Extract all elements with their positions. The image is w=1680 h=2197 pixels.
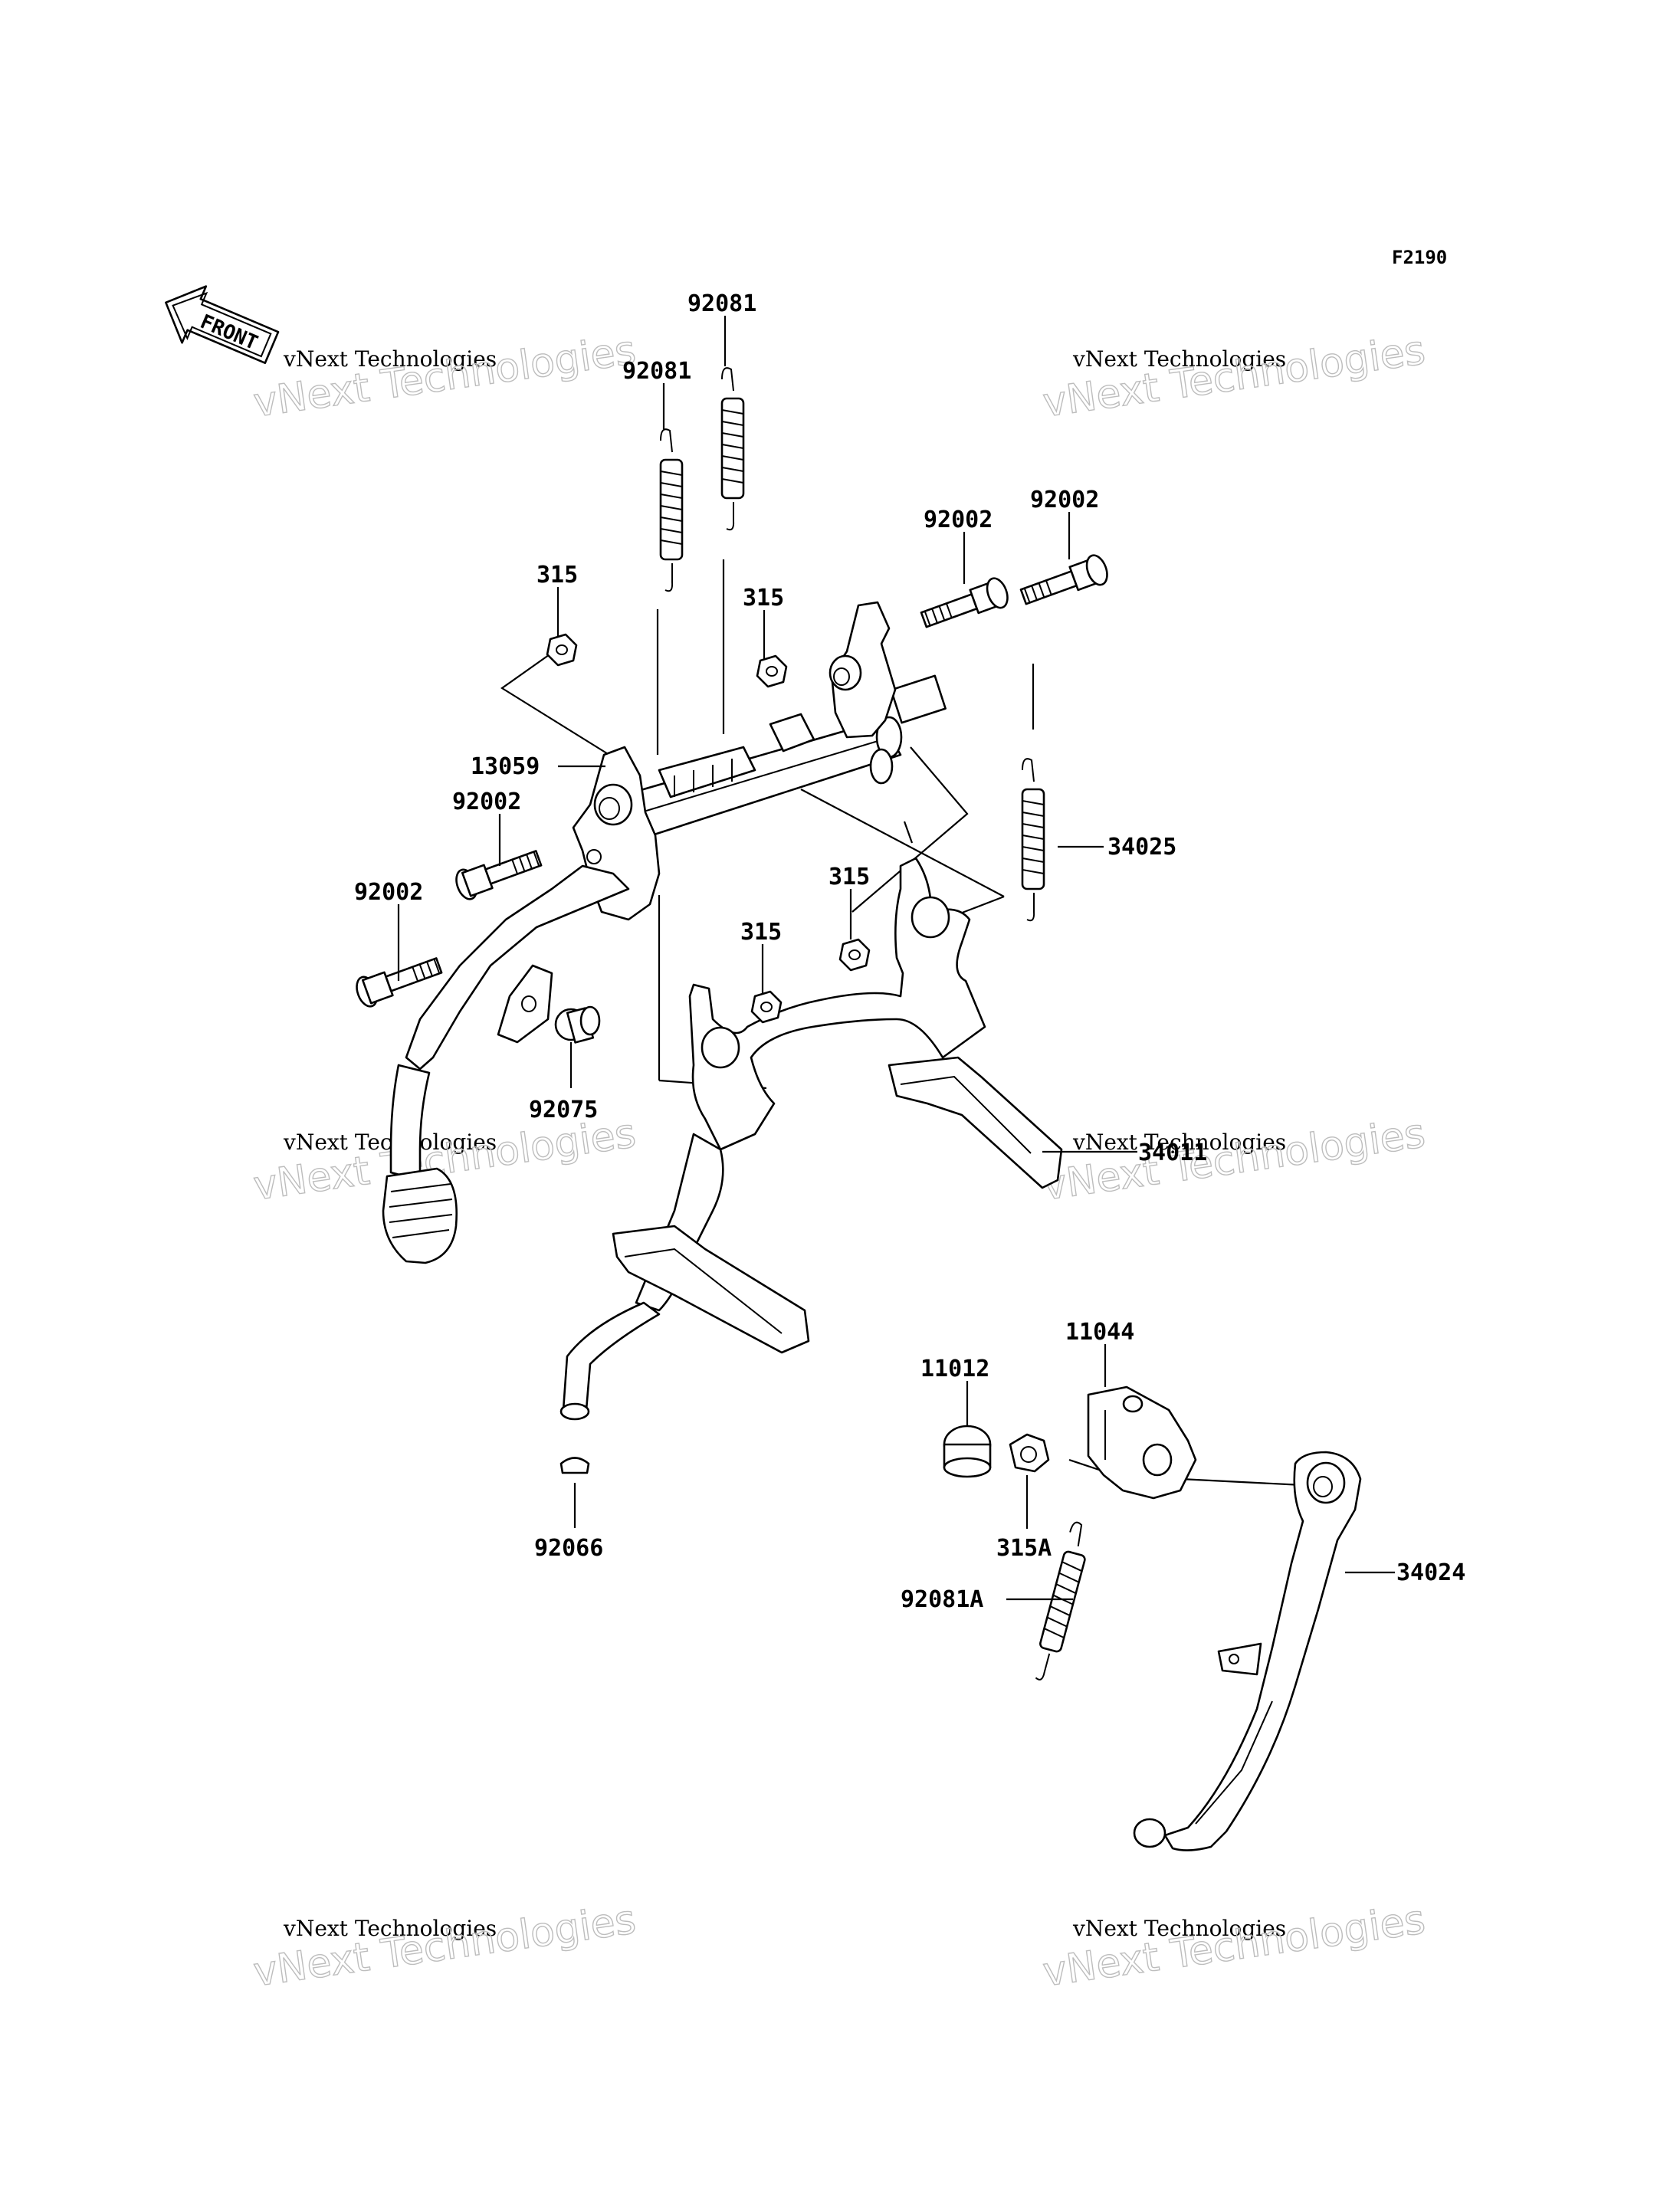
spring-icon — [720, 367, 745, 531]
leader-lines — [397, 316, 1137, 1528]
part-label: 92002 — [924, 507, 993, 533]
watermark-text: vNext Technologies — [283, 346, 497, 372]
watermark-outline: vNext Technologies — [251, 1897, 638, 1995]
part-label: 92075 — [529, 1097, 598, 1123]
nut-icon — [756, 654, 788, 688]
pivot-shaft — [615, 674, 947, 841]
side-stand-icon — [1133, 1451, 1362, 1851]
part-label: 92066 — [534, 1535, 603, 1562]
part-label: 92081 — [687, 290, 756, 317]
watermark-text: vNext Technologies — [283, 1130, 497, 1155]
end-cap-icon — [559, 1457, 590, 1474]
side-bracket-icon — [1087, 1385, 1197, 1500]
part-label: 92081 — [622, 358, 691, 385]
watermark: vNext Technologies vNext Technologies — [251, 327, 639, 428]
right-bracket-plate — [829, 601, 897, 785]
front-direction-arrow-icon: FRONT — [165, 285, 280, 364]
spring-icon — [659, 428, 684, 592]
part-label: 13059 — [471, 753, 540, 780]
watermark-outline: vNext Technologies — [1040, 327, 1428, 426]
watermark: vNext Technologies vNext Technologies — [251, 1897, 639, 1997]
stopper-icon — [554, 1005, 601, 1044]
part-label: 34025 — [1107, 834, 1176, 861]
part-label: 315 — [536, 562, 578, 589]
cap-icon — [943, 1425, 992, 1478]
part-label: 92002 — [1030, 487, 1099, 513]
nut-icon — [838, 938, 871, 972]
watermark-outline: vNext Technologies — [1040, 1110, 1428, 1209]
spring-icon — [1021, 758, 1045, 922]
main-stand-body — [559, 857, 1063, 1421]
part-label: 315 — [743, 585, 784, 612]
watermark-text: vNext Technologies — [1072, 1130, 1286, 1155]
part-label: 315 — [829, 864, 870, 890]
watermark-outline: vNext Technologies — [1040, 1897, 1428, 1995]
bolt-icon — [920, 577, 1009, 628]
part-label: 315 — [740, 919, 782, 946]
watermark: vNext Technologies vNext Technologies — [1040, 1897, 1429, 1997]
watermark-text: vNext Technologies — [283, 1916, 497, 1941]
nut-icon — [546, 633, 578, 667]
part-label: 92002 — [452, 789, 521, 815]
collar-icon — [1009, 1433, 1050, 1473]
left-bracket-lever — [382, 746, 661, 1264]
nut-icon — [750, 990, 783, 1024]
diagram-code: F2190 — [1392, 247, 1447, 268]
watermark: vNext Technologies vNext Technologies — [1040, 327, 1429, 428]
part-label: 315A — [996, 1535, 1052, 1562]
part-label: 34011 — [1138, 1139, 1207, 1166]
bolt-icon — [1019, 554, 1108, 605]
watermark-text: vNext Technologies — [1072, 1916, 1286, 1941]
watermark: vNext Technologies vNext Technologies — [1040, 1110, 1429, 1211]
part-label: 34024 — [1396, 1559, 1465, 1586]
part-label: 11044 — [1065, 1319, 1134, 1346]
side-stand-assembly — [943, 1344, 1395, 1851]
watermark-outline: vNext Technologies — [251, 327, 638, 426]
bolt-icon — [356, 957, 443, 1008]
watermark-text: vNext Technologies — [1072, 346, 1286, 372]
part-label: 92002 — [354, 879, 423, 906]
part-label: 92081A — [901, 1586, 983, 1613]
bolt-icon — [455, 850, 543, 900]
part-label: 11012 — [920, 1356, 989, 1382]
